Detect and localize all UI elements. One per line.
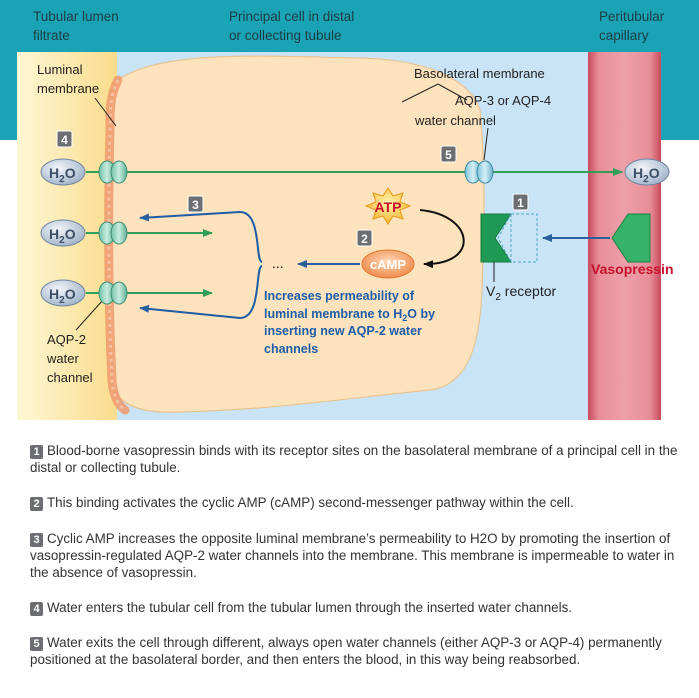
insertion-arrow-upper xyxy=(139,210,263,263)
effect-text-4: channels xyxy=(264,342,318,356)
note-number-5: 5 xyxy=(30,637,43,651)
header-cell-label-2: or collecting tubule xyxy=(229,28,342,43)
note-text-3: Cyclic AMP increases the opposite lumina… xyxy=(30,531,675,580)
svg-text:2: 2 xyxy=(361,232,368,246)
header-capillary-label: Peritubular xyxy=(599,9,665,24)
luminal-membrane-label: Luminal xyxy=(37,62,83,77)
aqp34-channel xyxy=(464,160,494,184)
ellipsis: ... xyxy=(272,255,284,271)
principal-cell xyxy=(108,55,485,413)
note-text-1: Blood-borne vasopressin binds with its r… xyxy=(30,443,678,475)
step-badge-5: 5 xyxy=(440,145,457,163)
effect-text-1: Increases permeability of xyxy=(264,289,415,303)
header-lumen-label-2: filtrate xyxy=(33,28,70,43)
note-text-2: This binding activates the cyclic AMP (c… xyxy=(47,495,574,510)
atp-to-camp-arrow xyxy=(419,209,465,269)
header-cell-label: Principal cell in distal xyxy=(229,9,354,24)
step-badge-4: 4 xyxy=(56,130,73,148)
svg-text:H2O: H2O xyxy=(49,286,76,306)
header-lumen-label: Tubular lumen xyxy=(33,9,119,24)
svg-text:1: 1 xyxy=(517,196,524,210)
v2-receptor xyxy=(480,213,538,263)
note-text-4: Water enters the tubular cell from the t… xyxy=(47,600,572,615)
luminal-membrane-label-2: membrane xyxy=(37,81,99,96)
h2o-molecule-capillary: H2O xyxy=(624,158,670,186)
aqp2-pointer xyxy=(75,299,104,331)
step-badge-3: 3 xyxy=(187,195,204,213)
aqp34-label: AQP-3 or AQP-4 xyxy=(455,93,551,108)
vasopressin-molecule xyxy=(611,213,651,263)
insertion-arrow-lower xyxy=(139,265,263,320)
vasopressin-label: Vasopressin xyxy=(591,261,674,277)
note-text-5: Water exits the cell through different, … xyxy=(30,635,662,667)
svg-text:cAMP: cAMP xyxy=(370,257,406,272)
luminal-membrane-pointer xyxy=(94,97,117,127)
svg-text:H2O: H2O xyxy=(49,226,76,246)
aqp34-label-2: water channel xyxy=(414,113,496,128)
h2o-molecule-lumen-2: H2O xyxy=(40,219,86,247)
svg-text:H2O: H2O xyxy=(49,165,76,185)
svg-text:5: 5 xyxy=(445,148,452,162)
v2-receptor-label: V2 receptor xyxy=(486,283,556,303)
note-4: 4 Water enters the tubular cell from the … xyxy=(30,599,680,616)
h2o-molecule-lumen-3: H2O xyxy=(40,279,86,307)
camp-molecule: cAMP xyxy=(361,249,415,279)
aqp2-label: AQP-2 xyxy=(47,332,86,347)
step-badge-1: 1 xyxy=(512,193,529,211)
note-2: 2 This binding activates the cyclic AMP (… xyxy=(30,494,680,511)
note-number-3: 3 xyxy=(30,533,43,547)
aqp2-channel-2 xyxy=(98,221,128,245)
aqp2-label-2: water xyxy=(46,351,79,366)
svg-text:4: 4 xyxy=(61,133,68,147)
atp-molecule: ATP xyxy=(364,187,412,225)
svg-text:H2O: H2O xyxy=(633,165,660,185)
note-number-4: 4 xyxy=(30,602,43,616)
aqp2-channel-3 xyxy=(98,281,128,305)
svg-text:3: 3 xyxy=(192,198,199,212)
note-number-1: 1 xyxy=(30,445,43,459)
svg-text:ATP: ATP xyxy=(375,199,402,215)
aqp2-label-3: channel xyxy=(47,370,93,385)
aqp34-pointer xyxy=(483,127,489,161)
note-number-2: 2 xyxy=(30,497,43,511)
effect-text-2: luminal membrane to H2O by xyxy=(264,307,435,323)
luminal-membrane xyxy=(104,75,130,415)
effect-text-3: inserting new AQP-2 water xyxy=(264,324,422,338)
h2o-molecule-lumen-1: H2O xyxy=(40,158,86,186)
basolateral-pointer-1 xyxy=(401,83,439,103)
basolateral-pointer-2 xyxy=(437,83,468,101)
aqp2-channel-1 xyxy=(98,160,128,184)
basolateral-membrane-label: Basolateral membrane xyxy=(414,66,545,81)
header-capillary-label-2: capillary xyxy=(599,28,649,43)
step-badge-2: 2 xyxy=(356,229,373,247)
